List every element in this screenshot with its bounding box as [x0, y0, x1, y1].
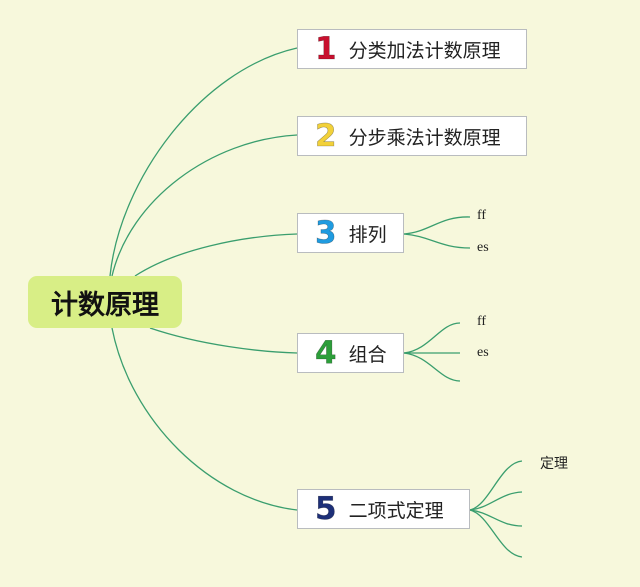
- topic4-leaf-2[interactable]: es: [477, 345, 489, 360]
- connector-topic4-leaf-3: [403, 352, 461, 382]
- topic5-leaf-1[interactable]: 定理: [540, 456, 568, 472]
- topic4-leaf-1[interactable]: ff: [477, 314, 487, 329]
- topic-number-3: 3: [315, 214, 337, 251]
- topic3-leaf-1[interactable]: ff: [477, 208, 487, 223]
- topic-1[interactable]: 1 分类加法计数原理: [297, 29, 527, 69]
- connector-topic5-leaf-1: [469, 460, 523, 511]
- topic-label-5: 二项式定理: [348, 499, 444, 522]
- topic-number-4: 4: [315, 334, 337, 371]
- root-topic-label: 计数原理: [51, 289, 159, 321]
- topic-2[interactable]: 2 分步乘法计数原理: [297, 116, 527, 156]
- topic-label-3: 排列: [348, 223, 387, 246]
- connector-root-topic-5: [111, 327, 298, 511]
- topic-number-1: 1: [315, 30, 337, 67]
- connector-topic5-leaf-4: [469, 509, 523, 558]
- root-topic[interactable]: 计数原理: [28, 276, 182, 328]
- topic-label-2: 分步乘法计数原理: [348, 126, 501, 149]
- topic-number-2: 2: [315, 117, 337, 154]
- connector-topic4-leaf-1: [403, 322, 461, 354]
- topic-label-1: 分类加法计数原理: [348, 39, 501, 62]
- connector-root-topic-1: [109, 47, 298, 277]
- topic-number-5: 5: [315, 490, 337, 527]
- topic-label-4: 组合: [348, 343, 387, 366]
- topic3-leaf-2[interactable]: es: [477, 240, 489, 255]
- topic-4[interactable]: 4 组合: [297, 333, 404, 373]
- topic-3[interactable]: 3 排列: [297, 213, 404, 253]
- connector-root-topic-2: [111, 134, 298, 277]
- connector-root-topic-4: [149, 327, 298, 354]
- connector-topic5-leaf-3: [469, 509, 523, 527]
- connector-topic5-leaf-2: [469, 491, 523, 511]
- connector-topic3-leaf-1: [403, 216, 471, 235]
- connector-topic3-leaf-2: [403, 233, 471, 249]
- topic-5[interactable]: 5 二项式定理: [297, 489, 470, 529]
- connector-root-topic-3: [134, 233, 298, 277]
